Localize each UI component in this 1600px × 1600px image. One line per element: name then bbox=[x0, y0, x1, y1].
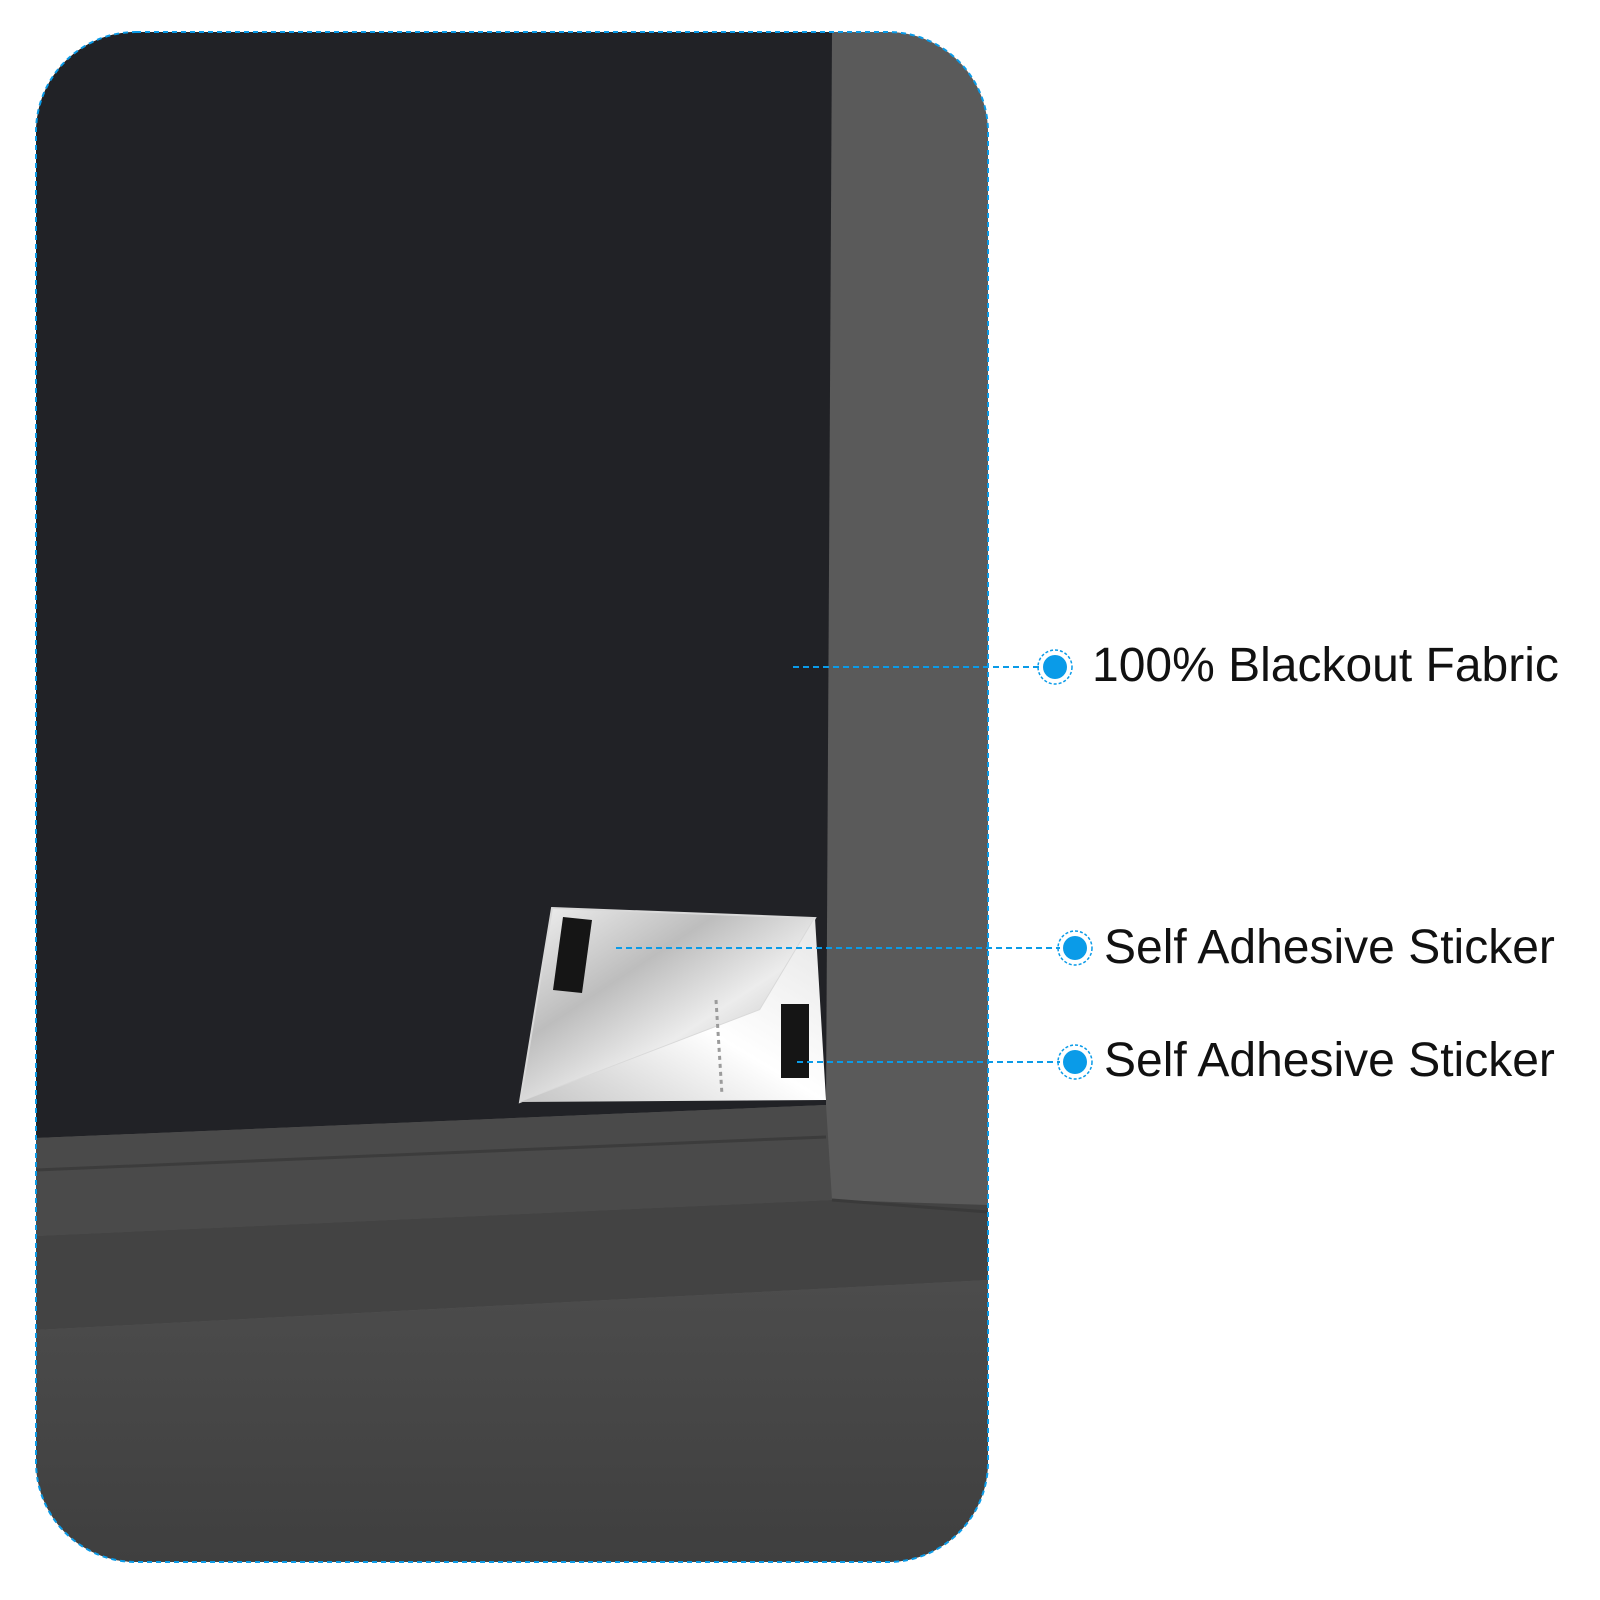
callout-fabric-leader bbox=[793, 649, 1073, 685]
window-sill-front bbox=[36, 1280, 988, 1562]
sticker-backing-lower bbox=[520, 918, 826, 1102]
adhesive-strip-lower bbox=[781, 1004, 809, 1078]
window-scene bbox=[36, 32, 988, 1562]
sill-edge-line bbox=[831, 1198, 988, 1214]
callout-label-self-adhesive-sticker-upper: Self Adhesive Sticker bbox=[1104, 921, 1555, 974]
card-outline bbox=[35, 31, 989, 1563]
callout-label-self-adhesive-sticker-lower: Self Adhesive Sticker bbox=[1104, 1034, 1555, 1087]
adhesive-strip-upper bbox=[553, 917, 592, 993]
sill-edge-line bbox=[36, 1135, 827, 1172]
callout-sticker-leader-lower bbox=[797, 1044, 1093, 1080]
window-sill-ledge bbox=[36, 1200, 988, 1330]
callout-label-blackout-fabric: 100% Blackout Fabric bbox=[1092, 639, 1559, 692]
blackout-fabric-panel bbox=[36, 32, 832, 1138]
callout-sticker-leader-upper bbox=[616, 930, 1093, 966]
window-sill-top bbox=[36, 1105, 832, 1236]
